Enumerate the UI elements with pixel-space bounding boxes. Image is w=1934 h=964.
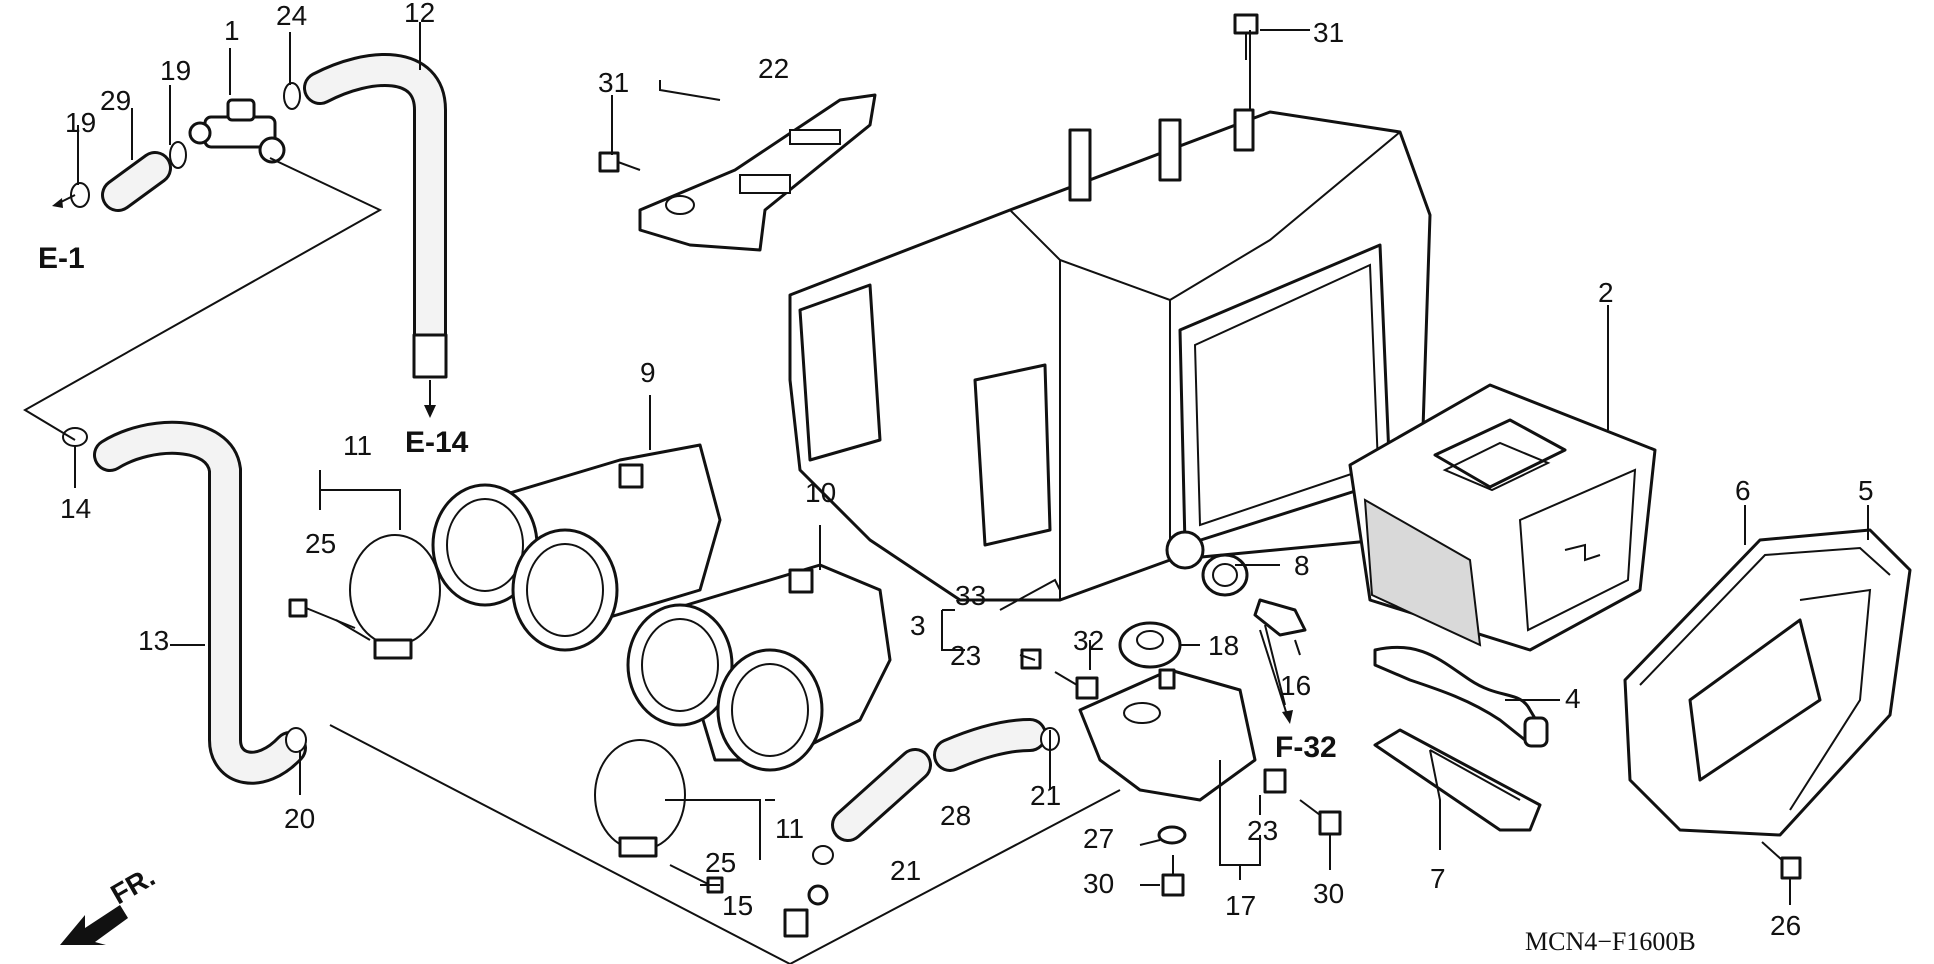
arrows <box>52 194 1293 724</box>
callout-20: 20 <box>284 803 315 834</box>
callout-21-top: 21 <box>1030 780 1061 811</box>
plug-16 <box>1253 598 1307 637</box>
callout-29: 29 <box>100 85 131 116</box>
callout-23-right: 23 <box>1247 815 1278 846</box>
hose-13 <box>93 420 307 785</box>
callout-31-top: 31 <box>1313 17 1344 48</box>
callout-15: 15 <box>722 890 753 921</box>
callout-2: 2 <box>1598 277 1614 308</box>
callout-12: 12 <box>404 0 435 28</box>
callout-5: 5 <box>1858 475 1874 506</box>
bolt-30-left <box>1161 855 1185 897</box>
callout-19-right: 19 <box>160 55 191 86</box>
callout-31-left: 31 <box>598 67 629 98</box>
callout-17: 17 <box>1225 890 1256 921</box>
grommet-18 <box>1118 621 1182 669</box>
callout-1: 1 <box>224 15 240 46</box>
callout-27: 27 <box>1083 823 1114 854</box>
callout-8: 8 <box>1294 550 1310 581</box>
ref-e14: E-14 <box>405 426 469 459</box>
funnel-10 <box>626 563 892 772</box>
callout-30-left: 30 <box>1083 868 1114 899</box>
callout-25-top: 25 <box>305 528 336 559</box>
callout-25-bottom: 25 <box>705 847 736 878</box>
front-arrow: FR. <box>60 861 160 945</box>
ref-f32: F-32 <box>1275 731 1337 764</box>
bracket-22 <box>638 93 877 252</box>
bolt-31-left <box>598 151 641 173</box>
callout-4: 4 <box>1565 683 1581 714</box>
funnel-9 <box>431 443 722 652</box>
joint-1 <box>188 98 286 164</box>
direction-label: FR. <box>106 861 161 910</box>
bolt-31-top <box>1233 13 1259 60</box>
callout-26: 26 <box>1770 910 1801 941</box>
bolt-30-right <box>1299 799 1342 836</box>
air-cleaner-case-3 <box>788 108 1432 602</box>
callout-18: 18 <box>1208 630 1239 661</box>
callout-28: 28 <box>940 800 971 831</box>
callout-22: 22 <box>758 53 789 84</box>
element-2 <box>1348 383 1657 652</box>
callout-9: 9 <box>640 357 656 388</box>
callout-11-bottom: 11 <box>775 813 804 844</box>
drain-tank-17 <box>1078 668 1257 802</box>
callout-32: 32 <box>1073 625 1104 656</box>
hose-12 <box>303 53 448 379</box>
callout-numbers: 1 2 3 4 5 6 7 8 9 10 11 11 12 13 14 15 1… <box>60 0 1874 941</box>
callout-3: 3 <box>910 610 926 641</box>
callout-10: 10 <box>805 477 836 508</box>
grommet-8 <box>1201 553 1249 597</box>
screw-25-top <box>288 598 356 629</box>
callout-6: 6 <box>1735 475 1751 506</box>
plate-7 <box>1373 728 1542 832</box>
bands-11 <box>349 534 686 858</box>
cover-6-5 <box>1623 528 1912 837</box>
callout-7: 7 <box>1430 863 1446 894</box>
callout-11-top: 11 <box>343 430 372 461</box>
collar-23-right <box>1263 768 1287 794</box>
ref-e1: E-1 <box>38 242 85 275</box>
callout-19-left: 19 <box>65 107 96 138</box>
tube-29 <box>101 151 172 212</box>
callout-33: 33 <box>955 580 986 611</box>
fasteners <box>288 13 1802 938</box>
callout-13: 13 <box>138 625 169 656</box>
clips <box>62 82 1060 865</box>
drawing-code: MCN4−F1600B <box>1525 927 1696 956</box>
callout-21-bottom: 21 <box>890 855 921 886</box>
bolt-26 <box>1761 841 1802 880</box>
callout-24: 24 <box>276 0 307 31</box>
callout-30-right: 30 <box>1313 878 1344 909</box>
callout-23-left: 23 <box>950 640 981 671</box>
hose-28 <box>831 718 1047 842</box>
drain-15 <box>783 884 829 938</box>
callout-14: 14 <box>60 493 91 524</box>
bolt-32 <box>1054 671 1099 700</box>
leader-lines <box>23 22 1869 964</box>
callout-16: 16 <box>1280 670 1311 701</box>
washer-27 <box>1157 825 1187 845</box>
